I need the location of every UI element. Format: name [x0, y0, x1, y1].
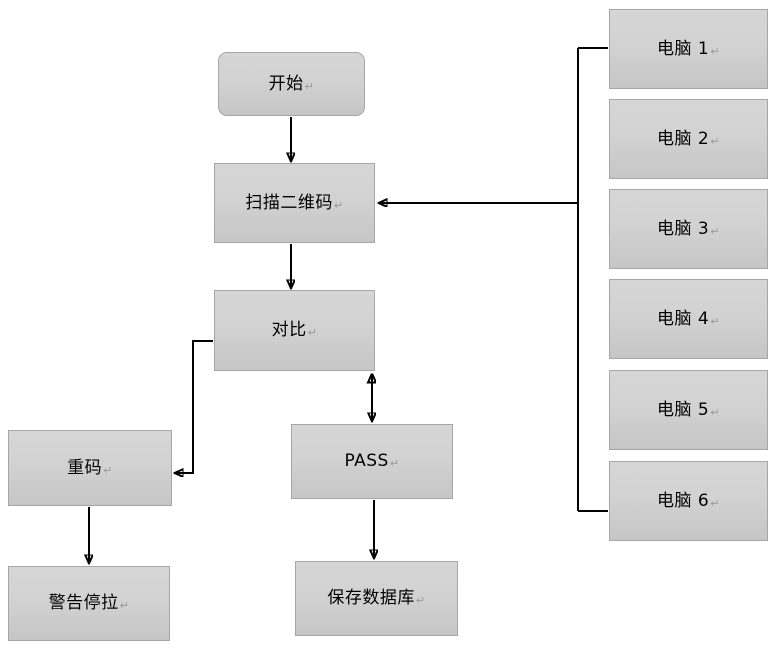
node-computer-6-label: 电脑 6 — [657, 490, 710, 511]
node-computer-2-label-wrap: 电脑 2 ↵ — [657, 128, 720, 149]
pilcrow-mark: ↵ — [710, 405, 720, 419]
node-compare-label: 对比 — [271, 320, 307, 340]
pilcrow-mark: ↵ — [710, 224, 720, 238]
node-scan-qr-label-wrap: 扫描二维码 ↵ — [245, 192, 344, 213]
node-computer-6[interactable]: 电脑 6 ↵ — [609, 461, 768, 541]
pilcrow-mark: ↵ — [415, 594, 426, 607]
node-pass-label: PASS — [344, 451, 389, 471]
node-start-label-wrap: 开始 ↵ — [268, 73, 315, 94]
pilcrow-mark: ↵ — [389, 457, 400, 470]
node-computer-3[interactable]: 电脑 3 ↵ — [609, 189, 768, 269]
pilcrow-mark: ↵ — [333, 198, 344, 212]
node-warning-stop[interactable]: 警告停拉 ↵ — [8, 566, 170, 641]
node-computer-2[interactable]: 电脑 2 ↵ — [609, 99, 768, 179]
node-warning-stop-label: 警告停拉 — [48, 593, 119, 613]
node-compare[interactable]: 对比 ↵ — [214, 290, 375, 371]
node-computer-1-label: 电脑 1 — [657, 38, 710, 59]
node-duplicate-code-label-wrap: 重码 ↵ — [67, 457, 113, 478]
node-computer-1[interactable]: 电脑 1 ↵ — [609, 9, 768, 89]
node-computer-5[interactable]: 电脑 5 ↵ — [609, 370, 768, 450]
node-computer-1-label-wrap: 电脑 1 ↵ — [657, 38, 720, 59]
node-computer-2-label: 电脑 2 — [657, 128, 710, 149]
pilcrow-mark: ↵ — [710, 44, 720, 58]
node-save-database-label: 保存数据库 — [327, 588, 415, 608]
node-computer-4-label: 电脑 4 — [657, 308, 710, 329]
pilcrow-mark: ↵ — [710, 314, 720, 328]
node-pass[interactable]: PASS ↵ — [291, 424, 453, 499]
node-computer-5-label: 电脑 5 — [657, 399, 710, 420]
node-pass-label-wrap: PASS ↵ — [344, 453, 399, 470]
node-computer-5-label-wrap: 电脑 5 ↵ — [657, 399, 720, 420]
pilcrow-mark: ↵ — [103, 463, 113, 477]
node-computer-3-label-wrap: 电脑 3 ↵ — [657, 218, 720, 239]
node-duplicate-code[interactable]: 重码 ↵ — [8, 430, 172, 506]
pilcrow-mark: ↵ — [710, 496, 720, 510]
edge-compare-to-dup — [175, 340, 213, 473]
node-scan-qr-label: 扫描二维码 — [245, 192, 333, 213]
pilcrow-mark: ↵ — [710, 134, 720, 148]
pilcrow-mark: ↵ — [307, 326, 318, 339]
node-computer-6-label-wrap: 电脑 6 ↵ — [657, 490, 720, 511]
node-computer-4[interactable]: 电脑 4 ↵ — [609, 279, 768, 359]
node-start[interactable]: 开始 ↵ — [218, 52, 365, 116]
pilcrow-mark: ↵ — [304, 79, 315, 93]
node-scan-qr[interactable]: 扫描二维码 ↵ — [214, 163, 375, 243]
node-compare-label-wrap: 对比 ↵ — [272, 322, 318, 339]
node-computer-4-label-wrap: 电脑 4 ↵ — [657, 308, 720, 329]
pilcrow-mark: ↵ — [119, 599, 130, 612]
node-save-database[interactable]: 保存数据库 ↵ — [295, 561, 458, 636]
node-save-database-label-wrap: 保存数据库 ↵ — [327, 590, 425, 607]
node-warning-stop-label-wrap: 警告停拉 ↵ — [49, 595, 130, 612]
node-start-label: 开始 — [268, 73, 304, 94]
node-duplicate-code-label: 重码 — [67, 457, 103, 478]
node-computer-3-label: 电脑 3 — [657, 218, 710, 239]
